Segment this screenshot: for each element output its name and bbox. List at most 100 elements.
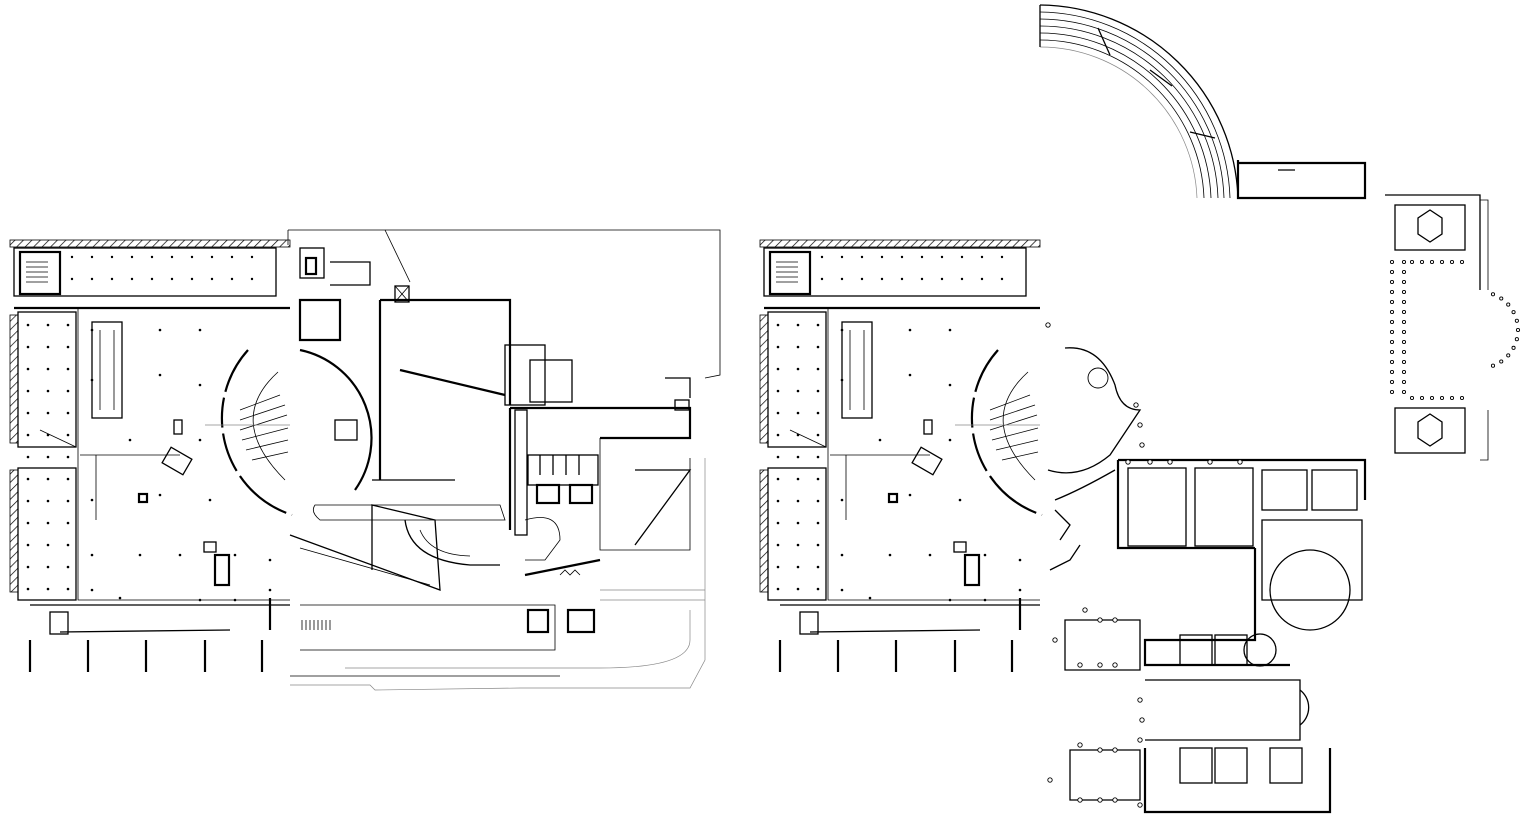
column bbox=[66, 543, 70, 547]
column bbox=[26, 433, 30, 437]
temple-column bbox=[1389, 369, 1395, 375]
temple-column bbox=[1439, 395, 1445, 401]
temple-column bbox=[1389, 299, 1395, 305]
bath-column bbox=[1077, 742, 1083, 748]
column bbox=[26, 389, 30, 393]
column bbox=[66, 587, 70, 591]
column bbox=[796, 367, 800, 371]
column bbox=[796, 411, 800, 415]
bath-column bbox=[1112, 662, 1118, 668]
column bbox=[928, 553, 932, 557]
column bbox=[816, 499, 820, 503]
column bbox=[70, 255, 74, 259]
column bbox=[70, 277, 74, 281]
temple-column bbox=[1389, 349, 1395, 355]
modern-plan-overlay bbox=[758, 238, 1044, 674]
historic-theatre bbox=[1039, 4, 1367, 200]
column bbox=[980, 255, 984, 259]
bath-column bbox=[1045, 322, 1051, 328]
column bbox=[268, 588, 272, 592]
column bbox=[796, 477, 800, 481]
column bbox=[198, 328, 202, 332]
bath-column bbox=[1112, 747, 1118, 753]
column bbox=[26, 521, 30, 525]
column bbox=[250, 277, 254, 281]
column bbox=[66, 411, 70, 415]
column bbox=[138, 553, 142, 557]
temple-column bbox=[1490, 363, 1496, 368]
column bbox=[776, 389, 780, 393]
bath-column bbox=[1097, 662, 1103, 668]
column bbox=[150, 255, 154, 259]
column bbox=[210, 255, 214, 259]
temple-column bbox=[1389, 289, 1395, 295]
column bbox=[776, 565, 780, 569]
column bbox=[868, 596, 872, 600]
column bbox=[26, 455, 30, 459]
column bbox=[26, 411, 30, 415]
column bbox=[26, 323, 30, 327]
column bbox=[816, 345, 820, 349]
column bbox=[816, 455, 820, 459]
temple-column bbox=[1409, 259, 1415, 265]
column bbox=[46, 433, 50, 437]
column bbox=[158, 373, 162, 377]
temple-column bbox=[1389, 379, 1395, 385]
column bbox=[190, 255, 194, 259]
column bbox=[776, 367, 780, 371]
column bbox=[860, 255, 864, 259]
bath-column bbox=[1139, 442, 1145, 448]
column bbox=[230, 255, 234, 259]
temple-column bbox=[1389, 319, 1395, 325]
column bbox=[776, 433, 780, 437]
column bbox=[46, 411, 50, 415]
temple-column bbox=[1499, 359, 1504, 364]
column bbox=[66, 433, 70, 437]
column bbox=[26, 499, 30, 503]
bath-column bbox=[1167, 459, 1173, 465]
bath-column bbox=[1137, 802, 1143, 808]
column bbox=[796, 521, 800, 525]
column bbox=[210, 277, 214, 281]
column bbox=[26, 367, 30, 371]
bath-column bbox=[1125, 459, 1131, 465]
column bbox=[46, 565, 50, 569]
column bbox=[66, 345, 70, 349]
bath-column bbox=[1207, 459, 1213, 465]
bath-column bbox=[1097, 797, 1103, 803]
column bbox=[820, 277, 824, 281]
column bbox=[878, 438, 882, 442]
temple-column bbox=[1401, 339, 1407, 345]
temple-column bbox=[1511, 310, 1516, 315]
column bbox=[268, 558, 272, 562]
column bbox=[816, 565, 820, 569]
temple-column bbox=[1419, 395, 1425, 401]
bath-column bbox=[1077, 797, 1083, 803]
column bbox=[776, 477, 780, 481]
column bbox=[190, 277, 194, 281]
bath-column bbox=[1097, 617, 1103, 623]
temple-column bbox=[1459, 395, 1465, 401]
temple-column bbox=[1439, 259, 1445, 265]
column bbox=[840, 277, 844, 281]
column bbox=[908, 328, 912, 332]
bath-column bbox=[1047, 777, 1053, 783]
bath-column bbox=[1077, 662, 1083, 668]
temple-column bbox=[1401, 329, 1407, 335]
temple-column bbox=[1401, 349, 1407, 355]
column bbox=[820, 255, 824, 259]
temple-column bbox=[1401, 259, 1407, 265]
column bbox=[888, 553, 892, 557]
temple-column bbox=[1515, 327, 1521, 333]
column bbox=[796, 345, 800, 349]
column bbox=[816, 521, 820, 525]
column bbox=[940, 255, 944, 259]
column bbox=[66, 367, 70, 371]
column bbox=[796, 389, 800, 393]
column bbox=[958, 498, 962, 502]
column bbox=[150, 277, 154, 281]
column bbox=[66, 521, 70, 525]
historic-temple bbox=[1385, 194, 1521, 461]
column bbox=[948, 328, 952, 332]
